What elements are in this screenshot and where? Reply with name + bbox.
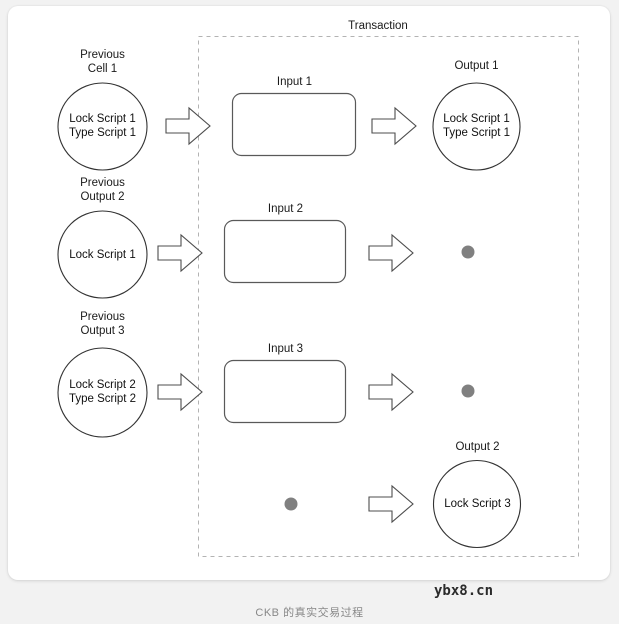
previous-cell-1-content-1: Lock Script 1 (69, 113, 136, 125)
output-2-content-1: Lock Script 3 (444, 498, 511, 510)
input-2-label: Input 2 (267, 203, 304, 215)
previous-cell-3-content-1: Lock Script 2 (69, 379, 136, 391)
previous-cell-1-label-line2: Cell 1 (87, 63, 118, 75)
site-watermark: ybx8.cn (434, 583, 494, 599)
previous-cell-3-label-line2: Output 3 (80, 325, 125, 337)
previous-cell-3-contents: Lock Script 2 Type Script 2 (42, 378, 163, 406)
output-1-content-2: Type Script 1 (442, 127, 511, 139)
previous-cell-1-contents: Lock Script 1 Type Script 1 (42, 112, 163, 140)
previous-cell-2-contents: Lock Script 1 (42, 248, 163, 262)
output-1-content-1: Lock Script 1 (443, 113, 510, 125)
output-1-contents: Lock Script 1 Type Script 1 (416, 112, 537, 140)
output-2-contents: Lock Script 3 (417, 497, 538, 511)
previous-cell-3-label: Previous Output 3 (42, 310, 163, 338)
output-2-label: Output 2 (455, 441, 500, 453)
previous-cell-1-label: Previous Cell 1 (42, 48, 163, 76)
previous-cell-1-content-2: Type Script 1 (68, 127, 137, 139)
previous-cell-2-label-line2: Output 2 (80, 191, 125, 203)
figure-caption: CKB 的真实交易过程 (255, 607, 364, 619)
input-3-label: Input 3 (267, 343, 304, 355)
previous-cell-2-label-line1: Previous (80, 177, 125, 189)
input-1-label: Input 1 (276, 76, 313, 88)
output-1-label: Output 1 (454, 60, 499, 72)
previous-cell-2-label: Previous Output 2 (42, 176, 163, 204)
previous-cell-3-content-2: Type Script 2 (68, 393, 137, 405)
previous-cell-1-label-line1: Previous (80, 49, 125, 61)
previous-cell-3-label-line1: Previous (80, 311, 125, 323)
previous-cell-2-content-1: Lock Script 1 (69, 249, 136, 261)
diagram-card (8, 6, 610, 580)
transaction-label: Transaction (348, 20, 408, 32)
